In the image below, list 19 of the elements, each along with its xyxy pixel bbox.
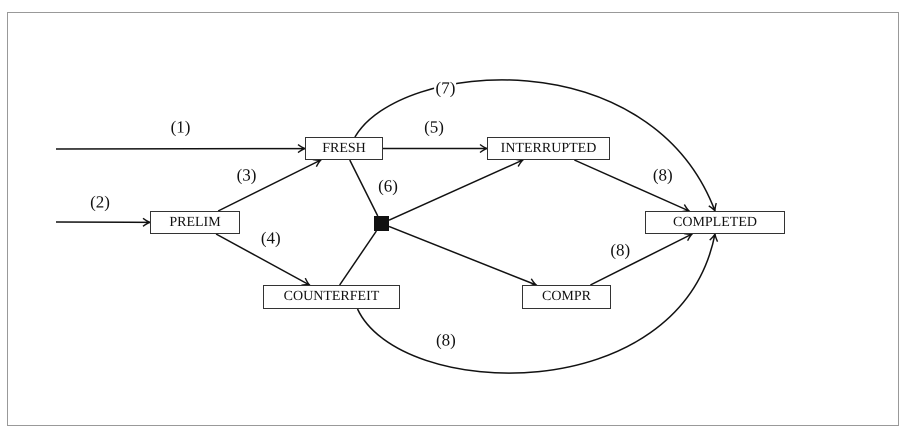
edge-label: (4)	[260, 229, 282, 246]
edge-label: (3)	[236, 166, 258, 183]
state-box: COMPR	[522, 285, 611, 309]
connector-line	[339, 230, 378, 286]
edge-label: (5)	[423, 118, 445, 135]
edge-label: (8)	[652, 166, 674, 183]
edge-label: (8)	[609, 241, 632, 258]
edge-label: (8)	[434, 331, 457, 348]
connector-line	[349, 160, 378, 216]
state-box: FRESH	[305, 137, 383, 160]
junction-square	[374, 216, 389, 231]
edge-label: (1)	[170, 118, 192, 136]
state-box: PRELIM	[150, 211, 240, 234]
edge-label: (2)	[89, 194, 111, 211]
state-box: INTERRUPTED	[487, 137, 610, 160]
edge-label: (7)	[434, 80, 456, 96]
state-box: COMPLETED	[645, 211, 785, 234]
state-box: COUNTERFEIT	[263, 285, 400, 309]
step-label: (6)	[377, 178, 399, 194]
